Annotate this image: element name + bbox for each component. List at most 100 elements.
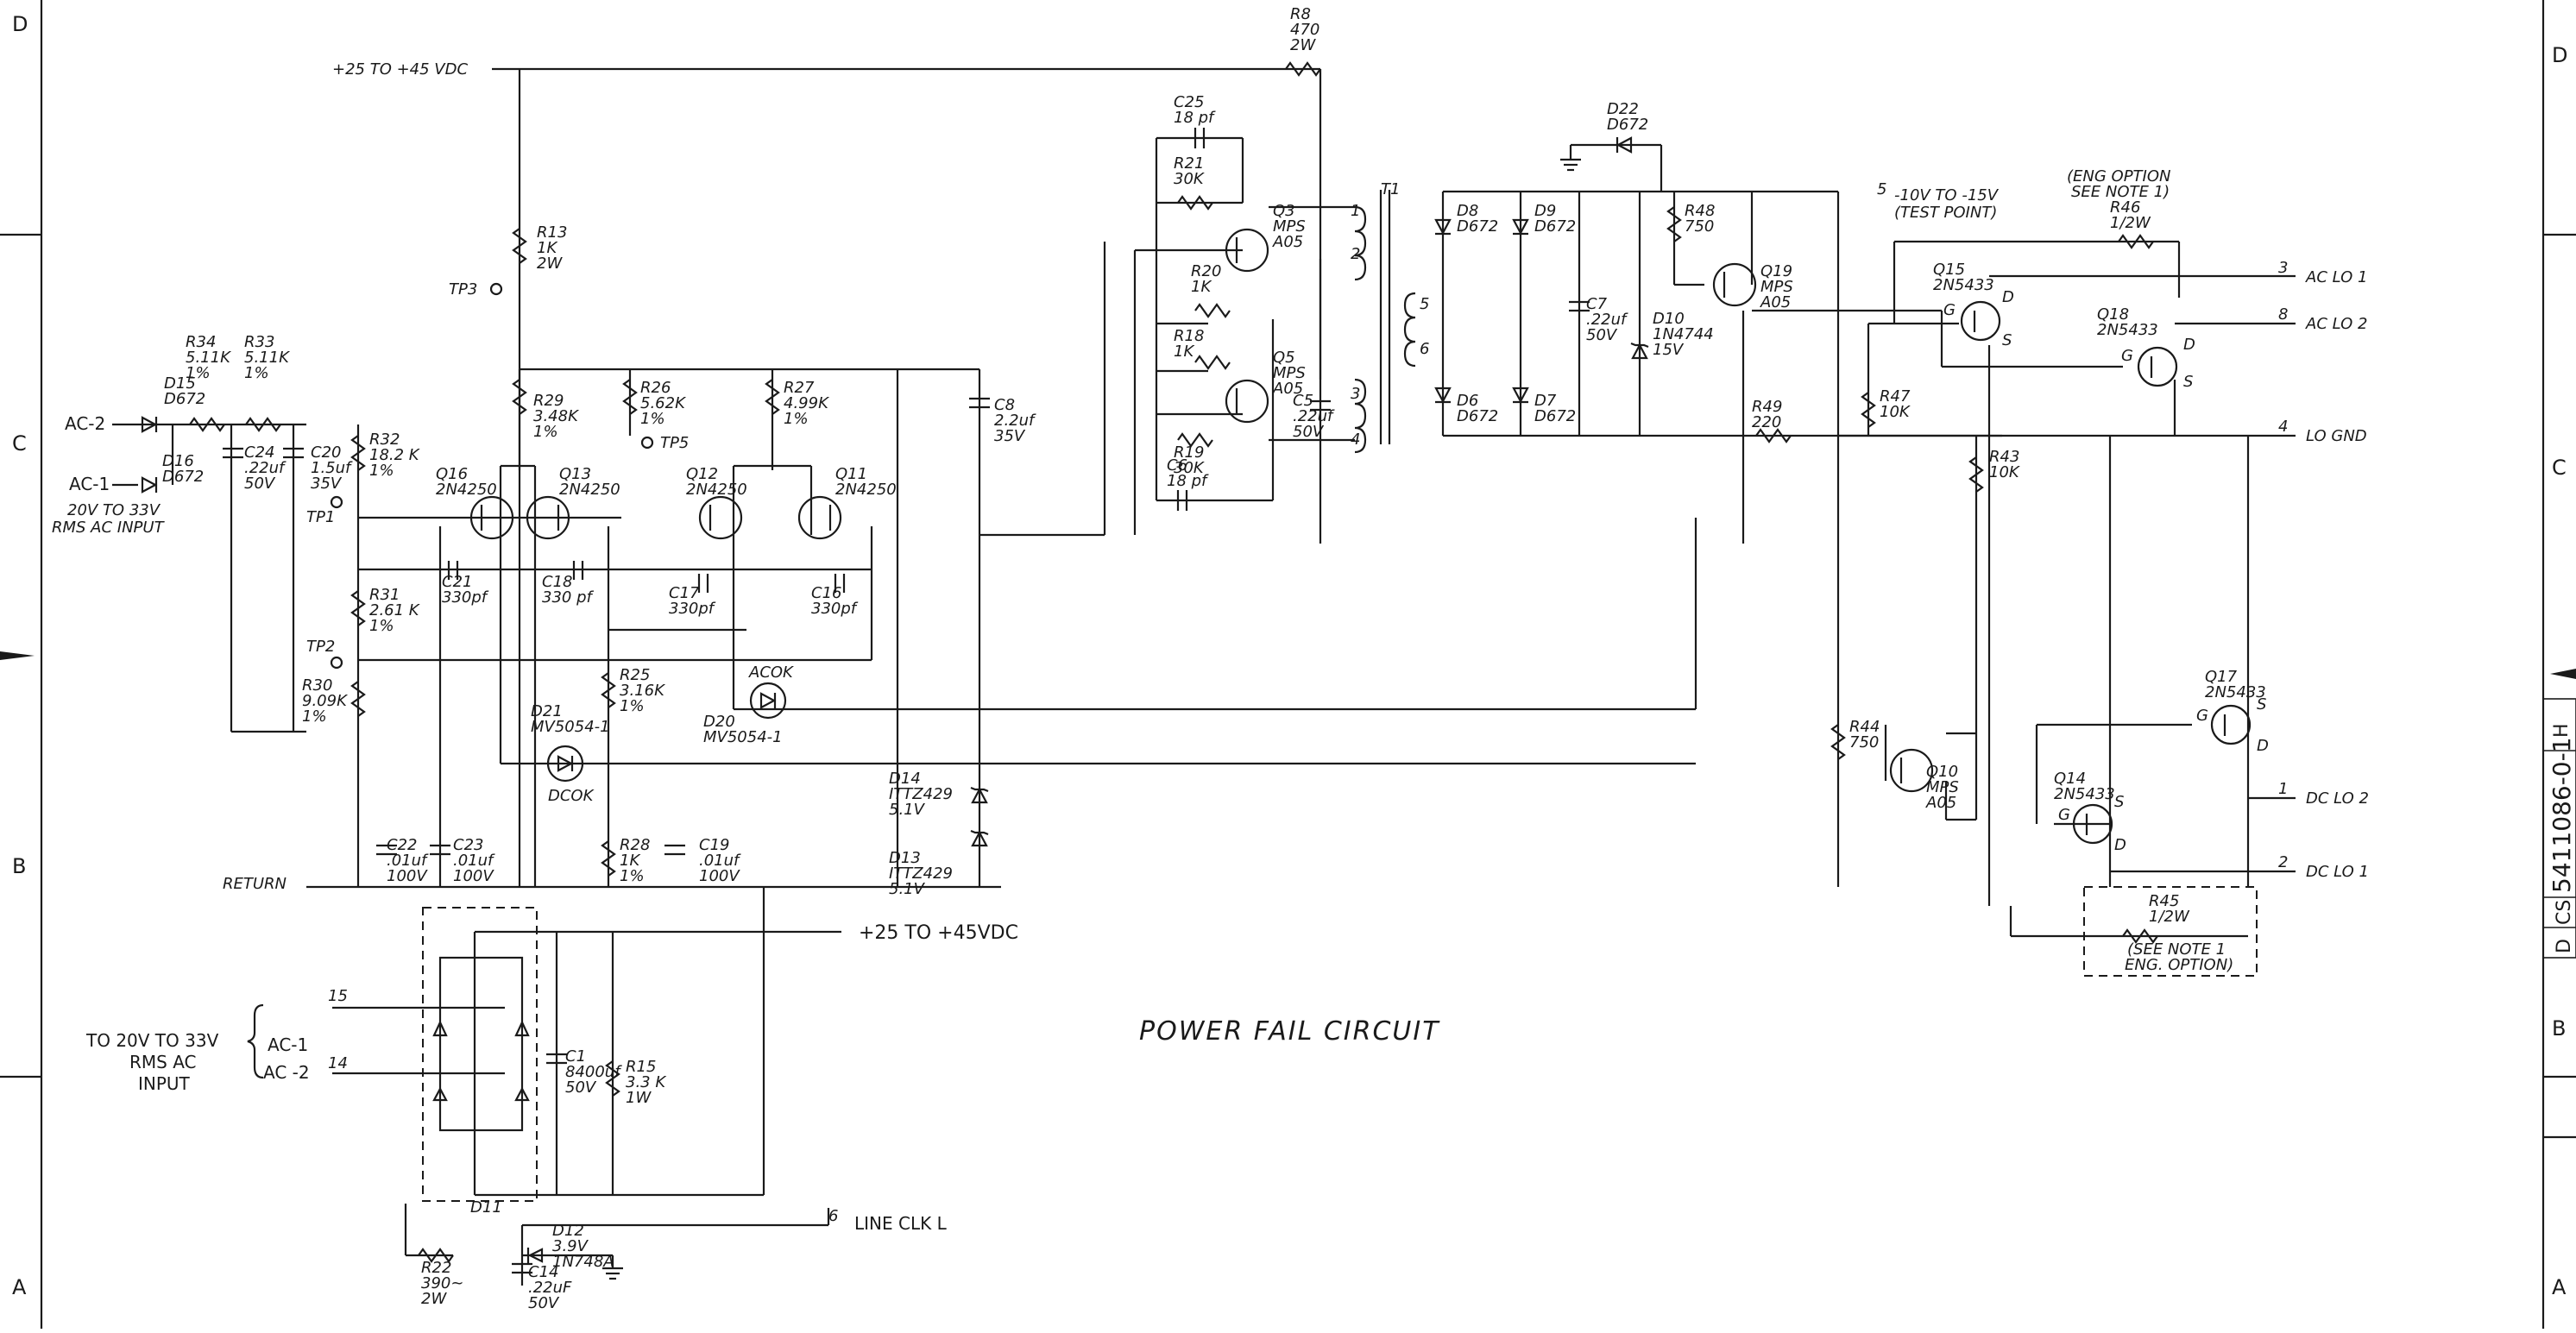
tp5-label: TP5 [660,434,689,452]
zener-d12-icon [526,1248,544,1263]
label-c16-0: C16 [811,584,841,602]
labels: +25 TO +45 VDC RETURN AC-2 AC-1 20V TO 3… [52,60,2369,1234]
label-q18-0: Q18 [2097,305,2129,324]
label-r18-0: R18 [1174,327,1204,345]
pin-4: 4 [2278,418,2288,436]
resistor-r26-icon [622,379,638,415]
capacitor-c20-icon [283,447,304,459]
q17-gate: G [2196,707,2208,725]
label-r26-2: 1% [640,410,665,428]
label-c1-2: 50V [565,1078,597,1097]
label-c1-0: C1 [565,1047,586,1066]
label-q14-1: 2N5433 [2054,785,2115,803]
net-ac-1: AC-1 [69,474,110,494]
bridge-input-3: INPUT [138,1073,191,1094]
test-point-1: -10V TO -15V [1894,186,2000,204]
diode-d15-icon [141,416,158,433]
label-r22-0: R22 [421,1259,451,1277]
input-brace-icon [247,1003,264,1079]
label-r47-0: R47 [1880,387,1911,406]
label-r29-0: R29 [533,392,564,410]
label-r43-1: 10K [1989,463,2020,481]
label-d21-0: D21 [531,702,563,720]
label-c16-1: 330pf [811,600,859,618]
label-q3-1: MPS [1273,217,1306,236]
resistor-r19-icon [1177,432,1213,448]
resistor-r15-icon [605,1060,620,1097]
label-d14-0: D14 [889,770,921,788]
capacitor-c18-icon [572,561,584,580]
capacitor-c16-icon [834,574,846,593]
pin-15: 15 [328,987,348,1005]
fet-q14-icon [2072,803,2113,845]
note-eng-option-4: 1/2W [2110,214,2151,232]
label-d10-0: D10 [1653,310,1685,328]
capacitor-c5-icon [1310,399,1331,412]
label-q16-1: 2N4250 [436,481,497,499]
label-r34-0: R34 [186,333,216,351]
label-q19-1: MPS [1760,278,1793,296]
label-r49-0: R49 [1752,398,1782,416]
tp1-label: TP1 [306,508,335,526]
bridge-input-2: RMS AC [129,1052,197,1072]
label-q5-1: MPS [1273,364,1306,382]
label-d7-1: D672 [1534,407,1576,425]
label-r34-1: 5.11K [186,349,231,367]
label-q10-2: A05 [1925,794,1956,812]
q14-source: S [2114,793,2124,811]
transistor-q10-icon [1889,748,1934,793]
label-d21-1: MV5054-1 [531,718,610,736]
transistor-q12-icon [698,495,743,540]
t1-pin-2: 2 [1351,245,1360,263]
pin-8: 8 [2278,305,2288,324]
label-q16-0: Q16 [436,465,468,483]
label-r32-2: 1% [369,462,394,480]
capacitor-c22-icon [376,844,397,856]
capacitor-c25-icon [1194,128,1206,148]
capacitor-c17-icon [697,574,709,593]
label-c25-0: C25 [1174,93,1204,111]
out-dc-lo-2: DC LO 2 [2306,789,2369,808]
label-d10-1: 1N4744 [1653,325,1714,343]
resistor-r27-icon [765,379,780,415]
capacitor-c23-icon [430,844,450,856]
diode-d8-icon [1434,218,1452,236]
net-line-clk: LINE CLK L [854,1213,948,1234]
label-q3-0: Q3 [1273,202,1295,220]
capacitor-c1-icon [546,1053,567,1065]
label-r26-1: 5.62K [640,394,686,412]
zener-d10-icon [1630,342,1649,360]
label-c17-0: C17 [669,584,700,602]
resistor-r48-icon [1666,206,1682,242]
zone-left-b: B [12,854,26,878]
bridge-ac1: AC-1 [268,1034,308,1055]
capacitor-c21-icon [447,561,459,580]
out-lo-gnd: LO GND [2306,427,2367,445]
label-r30-0: R30 [302,676,332,695]
label-c18-0: C18 [542,573,572,591]
label-d6-0: D6 [1457,392,1478,410]
transistor-q11-icon [797,495,842,540]
label-r44-1: 750 [1849,733,1879,751]
label-q12-1: 2N4250 [686,481,747,499]
label-r26-0: R26 [640,379,671,397]
bridge-ac2: AC -2 [263,1062,310,1083]
transistor-q3-icon [1225,228,1269,273]
diode-d7-icon [1512,387,1529,404]
resistor-r43-icon [1968,456,1984,493]
label-r13-1: 1K [537,239,557,257]
label-c1-1: 8400uf [565,1063,622,1081]
transistor-q13-icon [526,495,570,540]
center-arrow-right-icon [2550,669,2576,679]
label-r18-1: 1K [1174,343,1194,361]
label-r25-2: 1% [620,697,645,715]
label-r15-0: R15 [626,1058,656,1076]
capacitor-c24-icon [223,447,243,459]
led-dcok-label: DCOK [548,787,595,805]
bridge-input-1: TO 20V TO 33V [85,1030,219,1051]
test-point-2: (TEST POINT) [1894,204,1997,222]
size-code: D [2554,939,2575,953]
label-q19-0: Q19 [1760,262,1792,280]
label-d13-0: D13 [889,849,921,867]
